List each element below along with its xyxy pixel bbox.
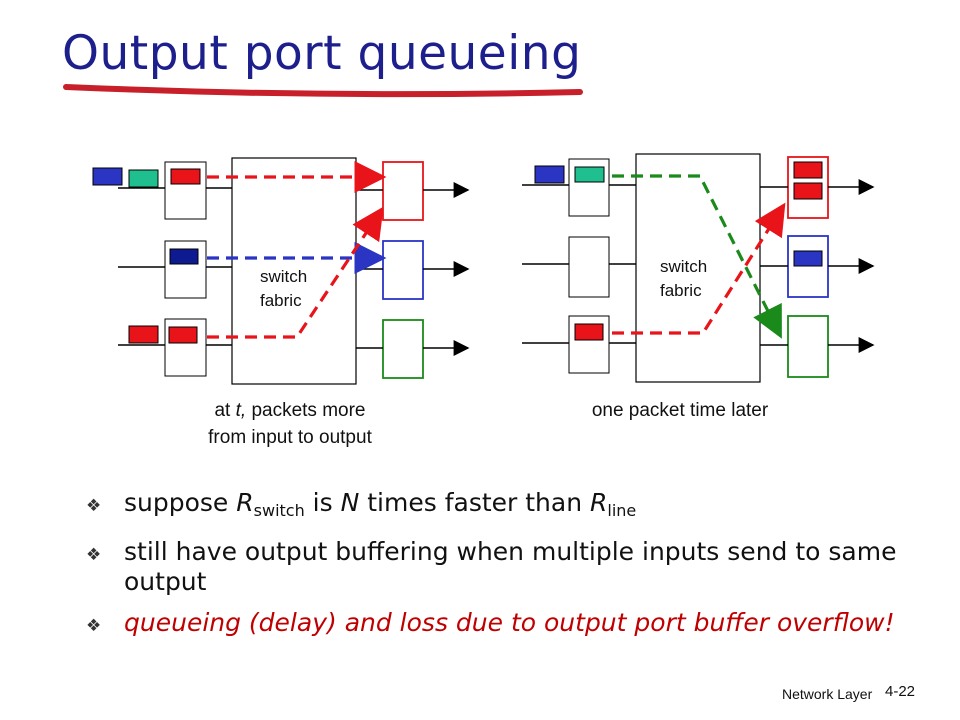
right-output-port-green [787, 315, 829, 378]
bullet-item-3: ❖ queueing (delay) and loss due to outpu… [86, 608, 946, 638]
diamond-bullet-icon: ❖ [86, 545, 102, 565]
right-fabric-label-line1: switch [660, 257, 708, 276]
right-output-packet-red-1 [793, 161, 823, 179]
left-output-port-blue [382, 240, 424, 300]
right-switch-fabric [635, 153, 761, 383]
bullet-1-sub-switch: switch [253, 501, 305, 520]
left-output-port-red [382, 161, 424, 221]
bullet-1-n: N [340, 488, 360, 517]
bullet-2-text: still have output buffering when multipl… [124, 537, 897, 596]
switch-diagram [92, 153, 875, 385]
right-path-red [612, 202, 786, 335]
left-output-port-green [382, 319, 424, 379]
right-packet-blue-waiting [534, 165, 565, 184]
title-underline [63, 84, 583, 98]
diamond-bullet-icon: ❖ [86, 616, 102, 636]
bullet-1-r-line: R [590, 488, 608, 517]
diamond-bullet-icon: ❖ [86, 496, 102, 516]
right-packet-teal-in-port1 [574, 166, 605, 183]
right-fabric-label-line2: fabric [660, 281, 702, 300]
bullet-1-r-switch: R [236, 488, 254, 517]
right-switch [522, 153, 875, 383]
left-caption-prefix: at [214, 400, 236, 421]
bullet-item-1: ❖ suppose Rswitch is N times faster than… [86, 488, 946, 526]
left-caption-rest: packets more [246, 400, 366, 421]
left-caption-line2: from input to output [208, 427, 372, 448]
right-input-port-2 [568, 236, 610, 298]
left-switch [92, 157, 470, 385]
left-packet-blue-in-port2 [169, 248, 199, 265]
right-packet-red-in-port3 [574, 323, 604, 341]
footer-page-number: 4-22 [885, 683, 916, 700]
right-path-green [612, 174, 782, 339]
slide-title: Output port queueing [62, 26, 582, 81]
left-fabric-label-line1: switch [260, 267, 308, 286]
left-packet-red-in-port1 [170, 168, 201, 185]
footer-section-label: Network Layer [782, 686, 873, 702]
left-fabric-label: switch fabric [260, 265, 307, 313]
left-packet-teal-waiting [128, 169, 159, 188]
right-fabric-label: switch fabric [660, 255, 707, 303]
left-fabric-label-line2: fabric [260, 291, 302, 310]
bullet-3-text: queueing (delay) and loss due to output … [124, 608, 895, 637]
left-packet-blue-waiting [92, 167, 123, 186]
bullet-1-post: times faster than [359, 488, 591, 517]
bullet-1-pre: suppose [124, 488, 237, 517]
bullet-list: ❖ suppose Rswitch is N times faster than… [86, 488, 946, 649]
left-caption-italic: t, [235, 400, 247, 421]
left-packet-red-in-port3 [168, 326, 198, 344]
left-path-red-bottom [207, 206, 384, 339]
left-switch-fabric [231, 157, 357, 385]
left-caption: at t, packets more from input to output [150, 397, 430, 451]
right-output-packet-blue [793, 250, 823, 267]
left-packet-red-waiting [128, 325, 159, 344]
bullet-1-sub-line: line [607, 501, 637, 520]
right-output-packet-red-2 [793, 182, 823, 200]
bullet-1-mid: is [304, 488, 341, 517]
bullet-item-2: ❖ still have output buffering when multi… [86, 537, 946, 597]
right-caption: one packet time later [591, 400, 769, 421]
